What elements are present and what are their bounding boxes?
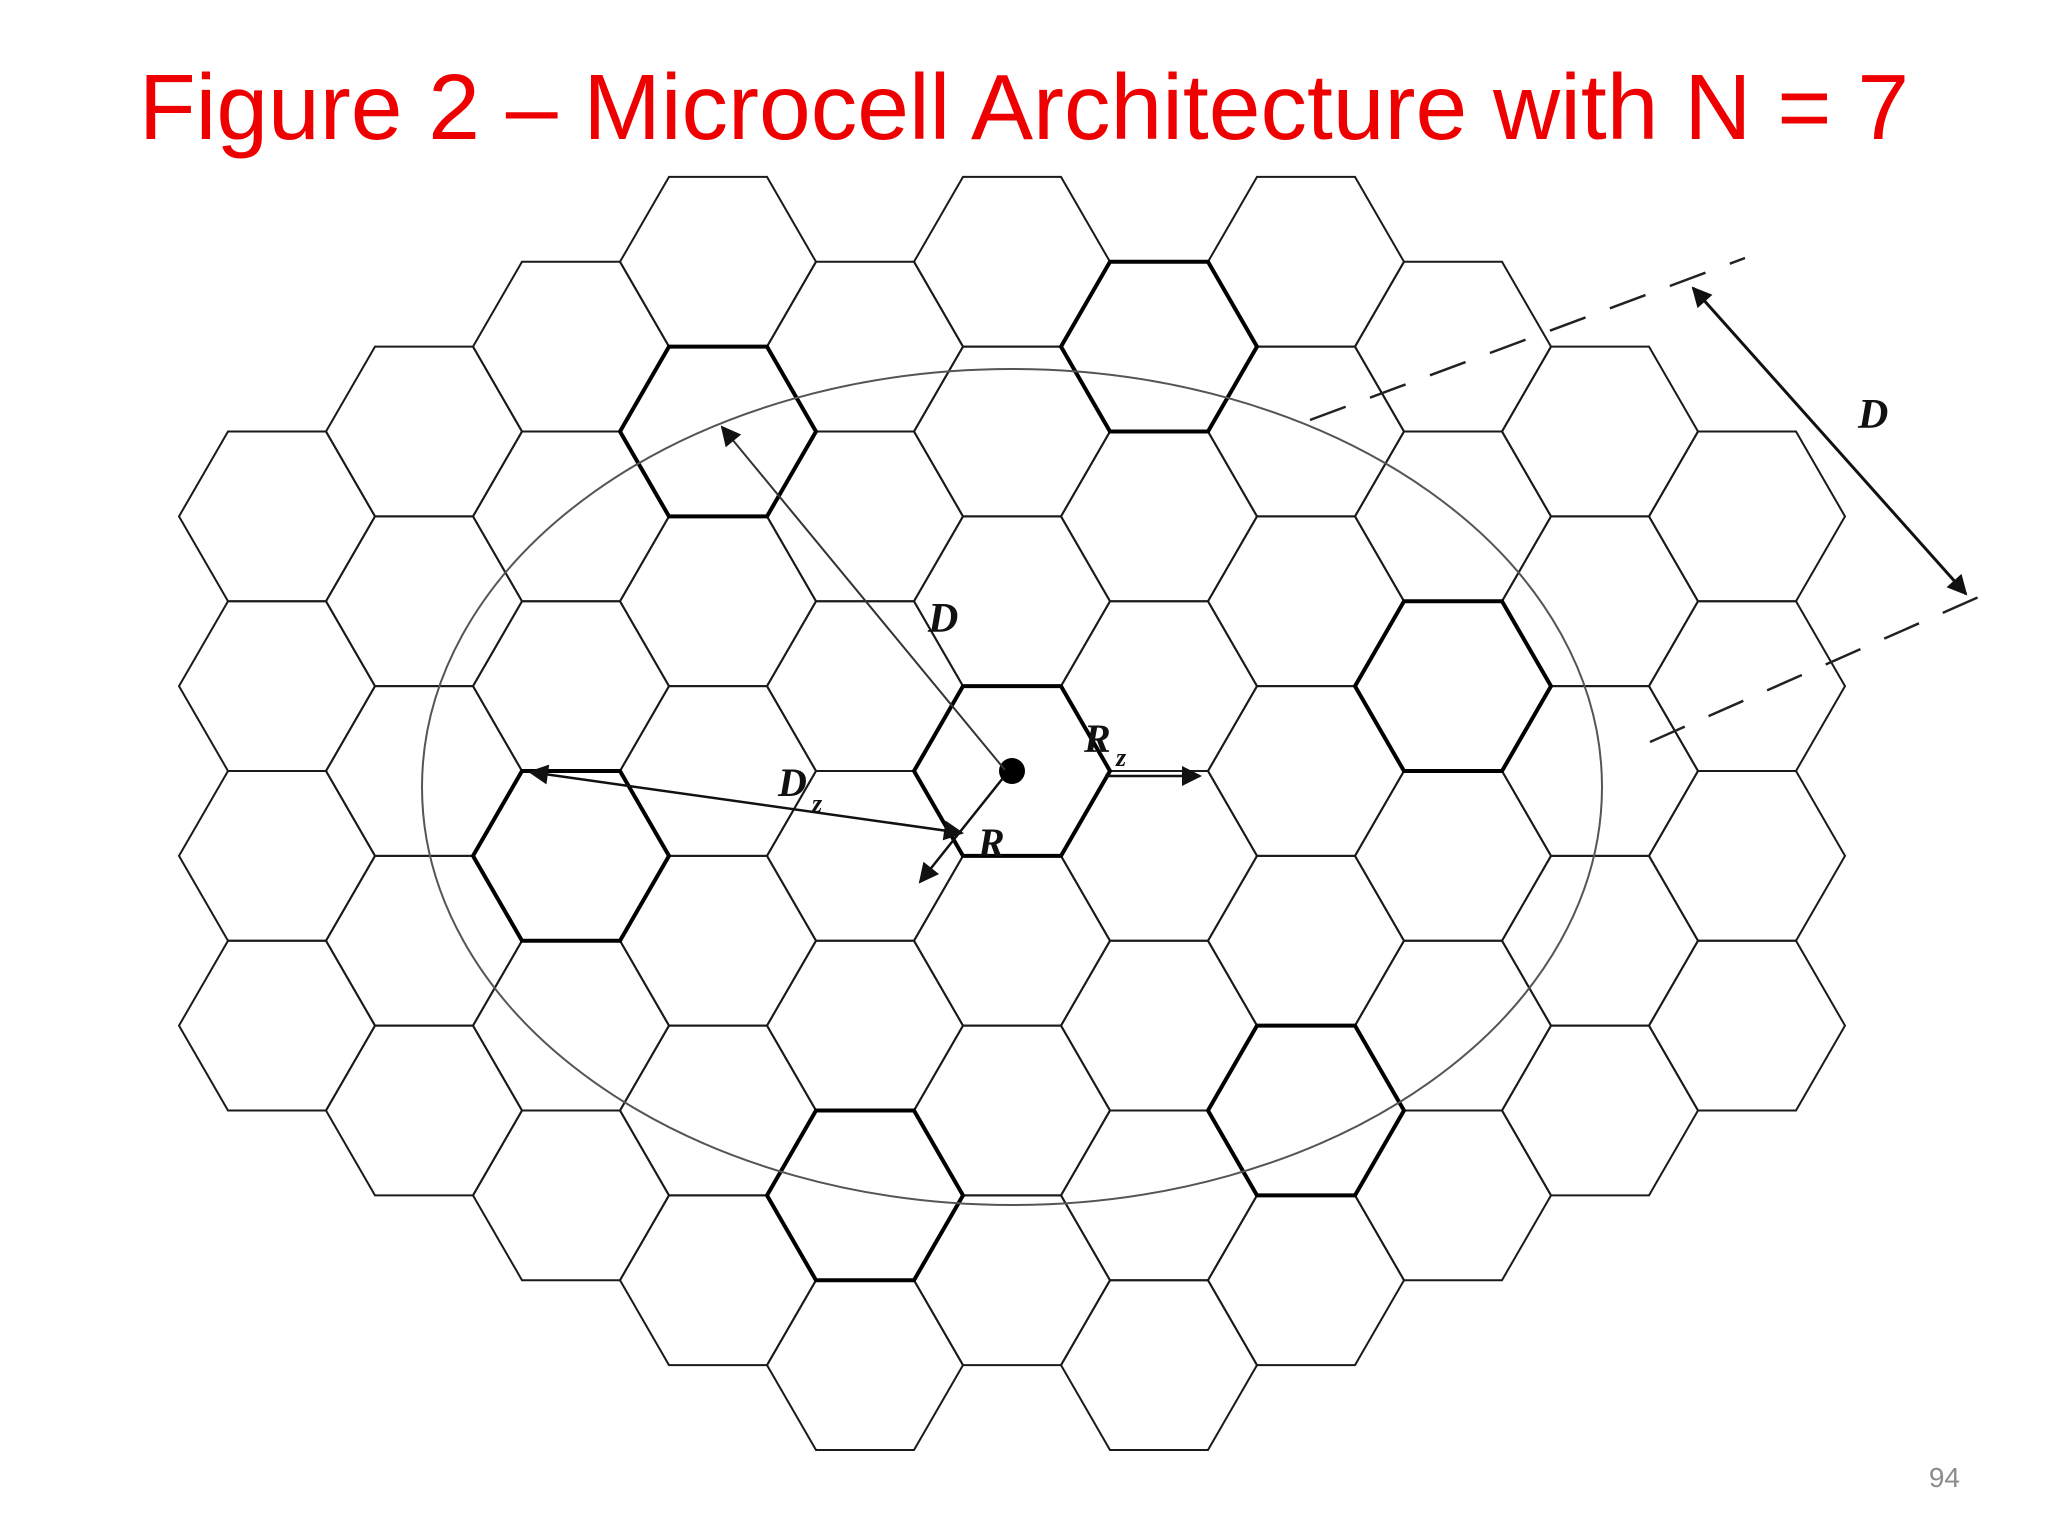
hex-cell [1647,939,1847,1112]
hex-cell [1500,685,1700,857]
hex-cell [471,1109,671,1282]
hex-cell [618,1194,818,1367]
hex-cell [1206,345,1406,518]
hex-cell [324,685,524,857]
hex-cell [1353,600,1553,772]
hex-cell [1500,515,1700,688]
hex-cell [1206,175,1406,348]
hex-cell [1059,1279,1259,1451]
hex-cell [1647,770,1847,942]
co-channel-cell-outline [764,1108,966,1283]
co-channel-cell-outline [470,769,672,943]
label-rz-subscript: z [1115,743,1127,772]
hex-cell [1647,430,1847,603]
co-channel-cell-outline [1205,1023,1407,1198]
hex-cell [1500,1024,1700,1197]
label-rz: R [1083,716,1111,761]
hex-cell [1353,770,1553,942]
hex-cell [1647,600,1847,772]
hex-cell [324,1024,524,1197]
hex-cell [765,260,965,433]
hex-cell [765,939,965,1112]
hex-cell [471,770,671,942]
hex-cell [765,1109,965,1282]
co-channel-cell-outline [617,344,819,519]
d-outer-dashed-bottom [1649,590,1991,744]
label-d-outer: D [1857,392,1888,438]
hex-cell [618,515,818,688]
hex-cell [177,430,377,603]
hex-cell [471,260,671,433]
hex-cell [1500,345,1700,518]
hex-cell [177,770,377,942]
hex-cell [1353,260,1553,433]
hex-cell [1206,854,1406,1027]
hex-cell [912,175,1112,348]
hex-cell [912,1024,1112,1197]
hex-cell [1206,1024,1406,1197]
base-station-dot [999,758,1025,784]
hex-cell [1059,260,1259,433]
hex-cell [1059,430,1259,603]
hex-cell [1059,939,1259,1112]
d-center-arrow [720,425,1006,771]
hex-cell [765,1279,965,1451]
coverage-ellipse [421,368,1603,1206]
dz-arrow [528,764,964,841]
hex-cell [618,1024,818,1197]
label-dz: D [777,760,807,805]
hex-cell [1206,685,1406,857]
hex-cell [618,175,818,348]
hex-cell [1059,1109,1259,1282]
hex-cell [1206,1194,1406,1367]
hex-cell [618,345,818,518]
co-channel-cell-outline [1352,599,1554,773]
hex-cell [471,939,671,1112]
page-number: 94 [1928,1462,1960,1493]
hex-cell [912,854,1112,1027]
hex-cell [324,345,524,518]
hex-cell [1353,939,1553,1112]
hex-cell [1353,1109,1553,1282]
co-channel-cell-outline [1058,259,1260,434]
d-outer-arrow [1691,286,1968,596]
hex-cell [177,939,377,1112]
hex-cell [1059,770,1259,942]
d-outer-dashed-top [1309,256,1746,422]
hex-cell [177,600,377,772]
hex-cell [324,854,524,1027]
hexagon-grid [177,175,1847,1451]
hex-cell [912,1194,1112,1367]
label-r: R [977,820,1005,865]
label-d-center: D [927,596,958,642]
hex-cell [618,854,818,1027]
slide-title: Figure 2 – Microcell Architecture with N… [138,55,1910,159]
hex-cell [1206,515,1406,688]
hex-cell [471,600,671,772]
hex-cell [1500,854,1700,1027]
label-dz-subscript: z [811,789,823,818]
hex-cell [324,515,524,688]
